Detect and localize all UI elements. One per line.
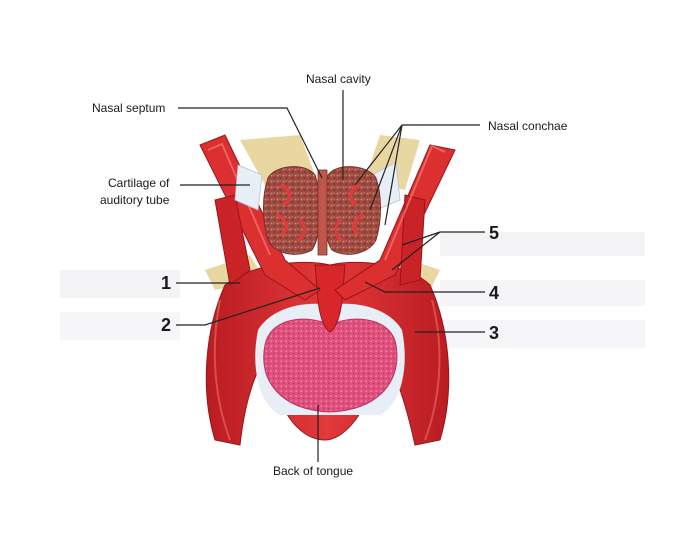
leader-lines [176,90,485,462]
label-cartilage-line2: auditory tube [100,193,170,207]
tongue [263,318,398,413]
label-cartilage-line1: Cartilage of [108,176,170,190]
uvula [314,264,346,333]
background-strips [60,232,645,348]
left-choana [263,166,321,255]
label-nasal-cavity: Nasal cavity [306,72,371,86]
left-palatal-muscles [199,134,321,301]
left-tube-cartilage [234,164,263,211]
number-1: 1 [161,273,171,293]
number-5: 5 [489,223,499,243]
right-palatal-muscles [334,144,456,301]
number-4: 4 [489,283,499,303]
label-back-of-tongue: Back of tongue [273,464,353,478]
nasal-septum-shape [317,169,328,256]
number-3: 3 [489,323,499,343]
label-nasal-conchae: Nasal conchae [488,119,568,133]
label-nasal-septum: Nasal septum [92,101,165,115]
right-choana [323,166,381,255]
number-2: 2 [161,315,171,335]
